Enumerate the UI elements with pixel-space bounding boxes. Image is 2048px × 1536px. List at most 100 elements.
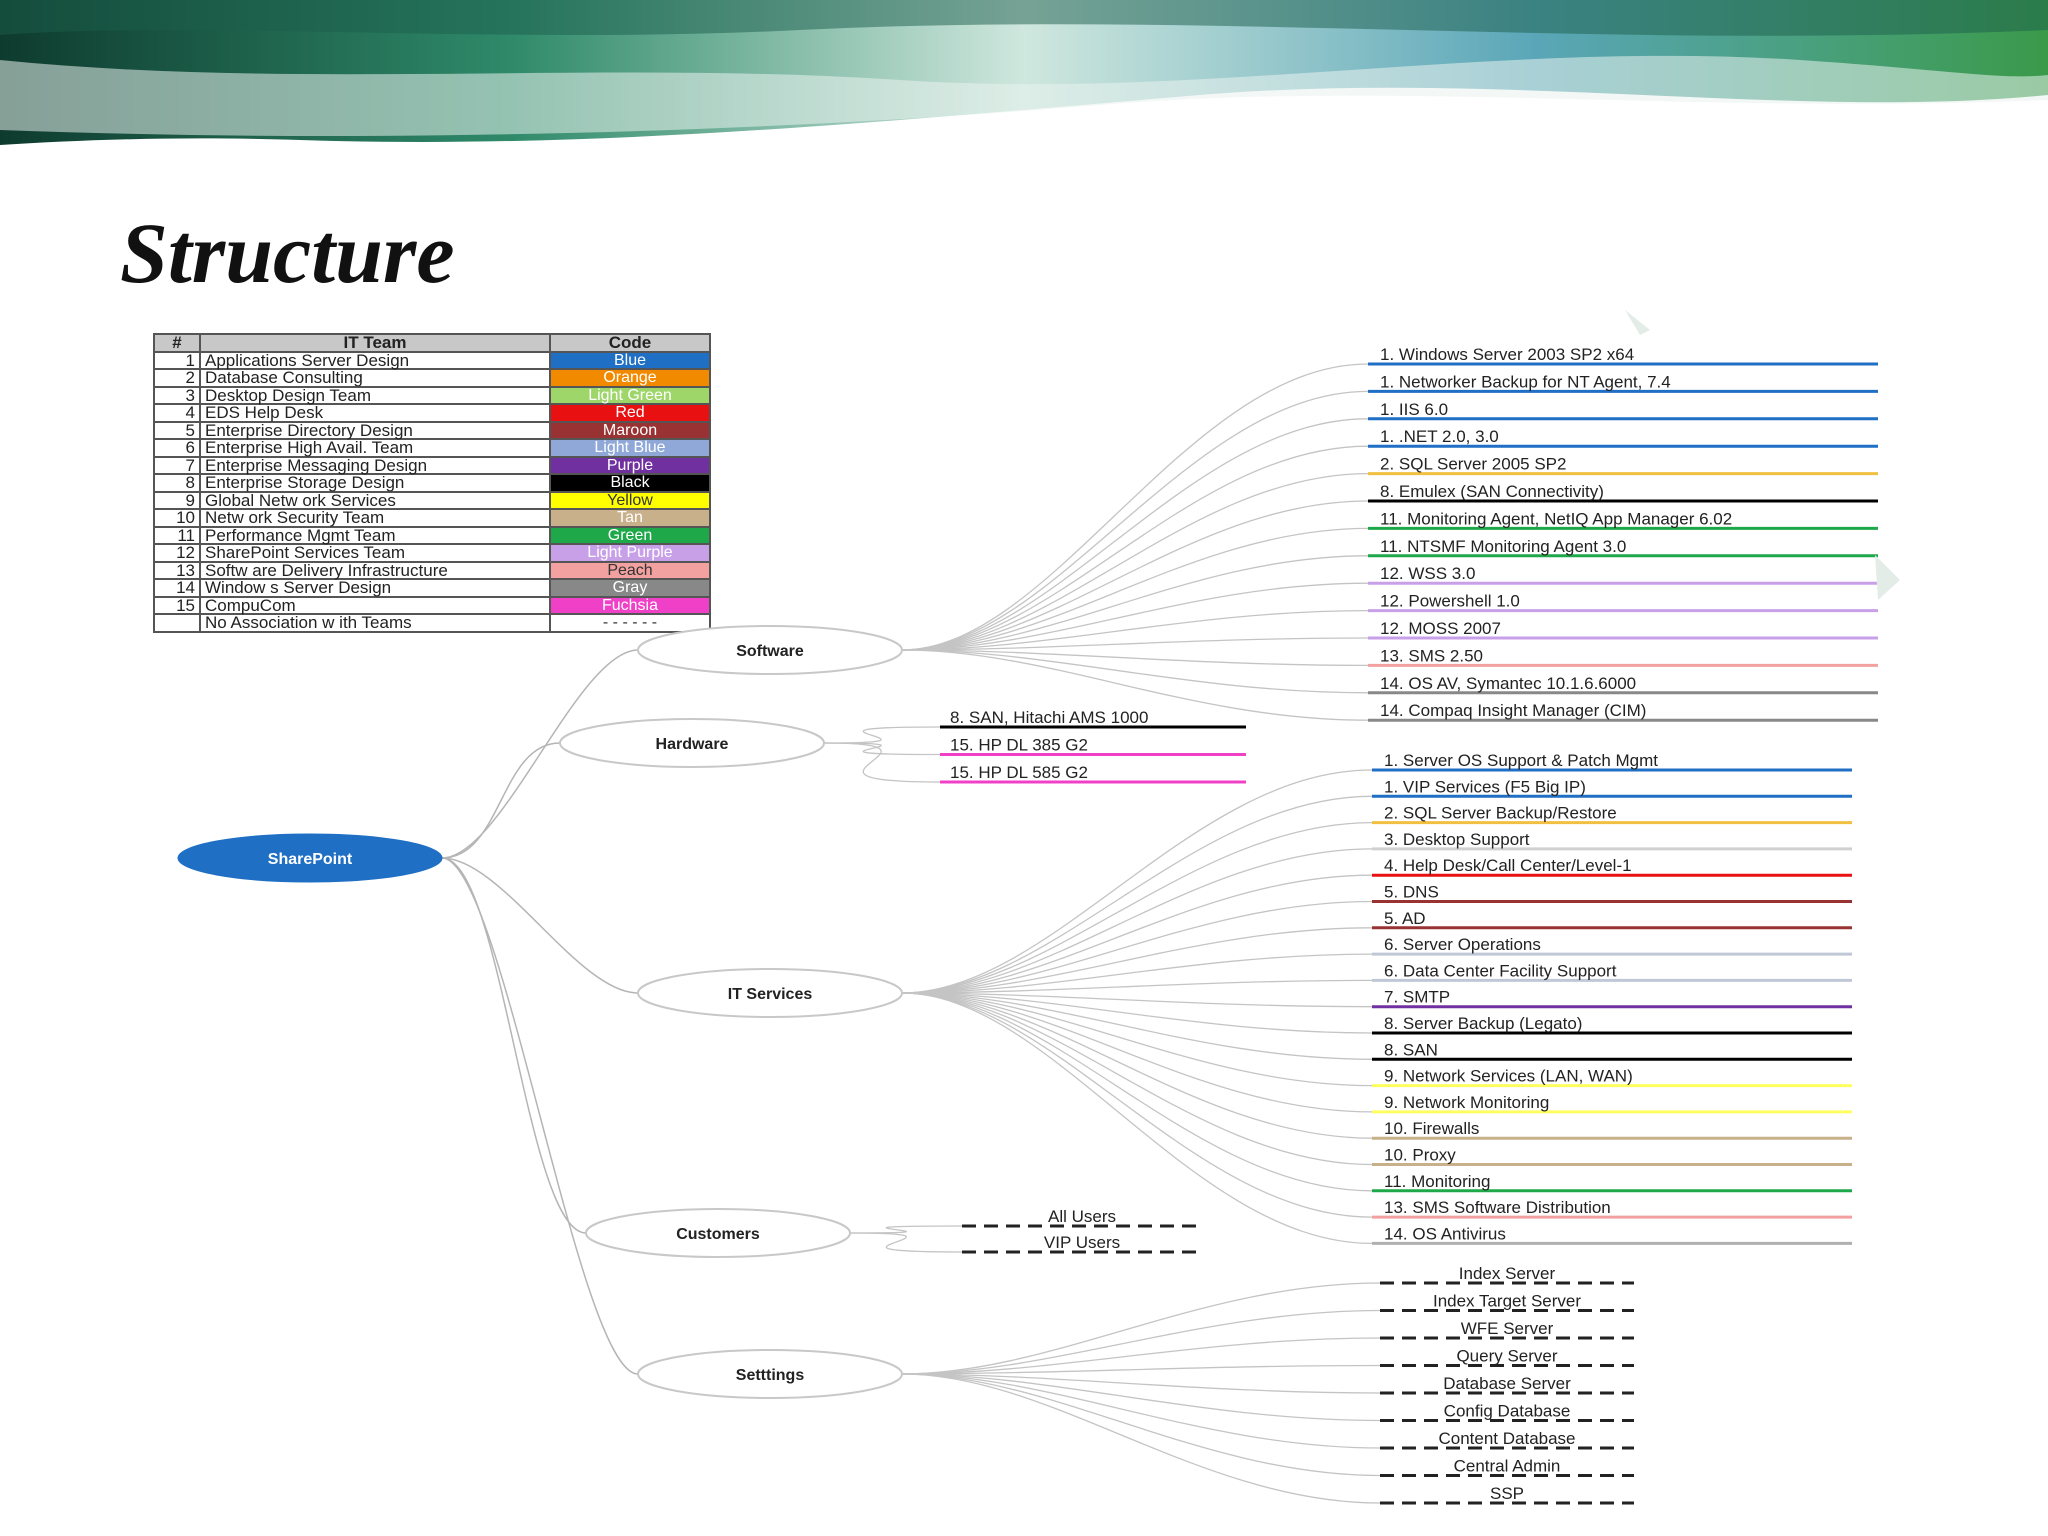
header-banner	[0, 0, 2048, 150]
branch-label: Customers	[676, 1226, 760, 1243]
leaf-connector	[901, 1373, 1381, 1477]
leaf-connector	[901, 1373, 1381, 1422]
branch-node	[637, 625, 903, 675]
leaf-connector	[901, 821, 1373, 994]
leaf-connector	[901, 500, 1369, 651]
leaf-connector	[901, 927, 1373, 994]
leaf-label: 12. WSS 3.0	[1380, 564, 1475, 583]
leaf-label: 11. Monitoring	[1384, 1172, 1490, 1191]
legend-color-code: Light Purple	[549, 543, 711, 563]
leaf-connector	[901, 472, 1369, 651]
leaf-label: 2. SQL Server 2005 SP2	[1380, 455, 1566, 474]
leaf-label: SSP	[1490, 1484, 1524, 1503]
decorative-arrow-icon	[1875, 555, 1900, 600]
leaf-label: 2. SQL Server Backup/Restore	[1384, 804, 1617, 823]
leaf-connector	[901, 445, 1369, 651]
branch-label: Hardware	[656, 736, 729, 753]
leaf-label: 1. Server OS Support & Patch Mgmt	[1384, 751, 1658, 770]
legend-num: 10	[153, 508, 201, 528]
branch-label: IT Services	[728, 986, 813, 1003]
legend-team: SharePoint Services Team	[199, 543, 551, 563]
legend-header-team: IT Team	[199, 333, 551, 353]
legend-team: No Association w ith Teams	[199, 613, 551, 633]
leaf-connector	[901, 992, 1373, 1245]
leaf-label: 11. NTSMF Monitoring Agent 3.0	[1380, 537, 1626, 556]
root-label: SharePoint	[268, 851, 353, 868]
leaf-label: Central Admin	[1454, 1457, 1561, 1476]
leaf-connector	[901, 649, 1369, 694]
leaf-label: 9. Network Monitoring	[1384, 1093, 1549, 1112]
leaf-label: Query Server	[1456, 1347, 1557, 1366]
leaf-label: 1. Networker Backup for NT Agent, 7.4	[1380, 372, 1671, 391]
legend-team: Enterprise Directory Design	[199, 420, 551, 440]
leaf-label: 11. Monitoring Agent, NetIQ App Manager …	[1380, 509, 1732, 528]
root-node	[177, 833, 443, 883]
leaf-connector	[901, 649, 1369, 667]
branch-node	[559, 718, 825, 768]
leaf-label: 5. AD	[1384, 909, 1426, 928]
leaf-connector	[901, 1282, 1381, 1375]
leaf-label: 9. Network Services (LAN, WAN)	[1384, 1067, 1633, 1086]
legend-color-code: Maroon	[549, 420, 711, 440]
legend-color-code: Fuchsia	[549, 595, 711, 615]
branch-software: 1. Windows Server 2003 SP2 x64 1. Network…	[637, 345, 1878, 722]
branch-connector	[441, 857, 587, 1234]
branch-label: Setttings	[736, 1367, 805, 1384]
leaf-connector	[901, 769, 1373, 994]
branch-it-services: 1. Server OS Support & Patch Mgmt 1. VIP …	[637, 751, 1852, 1245]
leaf-label: 1. VIP Services (F5 Big IP)	[1384, 777, 1586, 796]
leaf-connector	[901, 992, 1373, 1139]
leaf-label: 13. SMS Software Distribution	[1384, 1198, 1611, 1217]
leaf-connector	[901, 848, 1373, 994]
leaf-label: 10. Firewalls	[1384, 1119, 1479, 1138]
leaf-connector	[901, 992, 1373, 1087]
leaf-label: 10. Proxy	[1384, 1146, 1456, 1165]
leaf-label: 1. .NET 2.0, 3.0	[1380, 427, 1499, 446]
leaf-label: 8. Server Backup (Legato)	[1384, 1014, 1582, 1033]
leaf-connector	[901, 874, 1373, 994]
leaf-label: 4. Help Desk/Call Center/Level-1	[1384, 856, 1632, 875]
leaf-connector	[849, 1225, 963, 1234]
leaf-label: All Users	[1048, 1207, 1116, 1226]
leaf-label: 13. SMS 2.50	[1380, 646, 1483, 665]
branch-connector	[441, 649, 639, 859]
connector-lines	[441, 363, 1381, 1504]
leaf-label: Index Server	[1459, 1264, 1556, 1283]
legend-color-code: Blue	[549, 350, 711, 370]
leaf-label: 1. Windows Server 2003 SP2 x64	[1380, 345, 1634, 364]
branch-node	[637, 968, 903, 1018]
leaf-label: Config Database	[1444, 1402, 1571, 1421]
leaf-label: 7. SMTP	[1384, 988, 1450, 1007]
leaf-label: Content Database	[1438, 1429, 1575, 1448]
leaf-connector	[901, 953, 1373, 994]
leaf-connector	[901, 795, 1373, 994]
branch-node	[637, 1349, 903, 1399]
leaf-connector	[901, 363, 1369, 651]
leaf-label: 14. OS Antivirus	[1384, 1224, 1506, 1243]
leaf-label: VIP Users	[1044, 1233, 1120, 1252]
branch-connector	[441, 857, 639, 994]
branch-label: Software	[736, 643, 804, 660]
leaf-connector	[901, 979, 1373, 994]
leaf-label: 14. Compaq Insight Manager (CIM)	[1380, 701, 1646, 720]
slide-title: Structure	[120, 205, 455, 301]
leaf-connector	[901, 992, 1373, 1218]
leaf-connector	[901, 1373, 1381, 1504]
branch-node	[585, 1208, 851, 1258]
leaf-label: 12. Powershell 1.0	[1380, 592, 1520, 611]
legend-row: No Association w ith Teams- - - - - -	[153, 613, 711, 633]
leaf-connector	[901, 418, 1369, 651]
leaf-label: 14. OS AV, Symantec 10.1.6.6000	[1380, 674, 1636, 693]
leaf-connector	[901, 992, 1373, 1113]
decorative-arrow-icon	[1625, 310, 1650, 335]
legend-num	[153, 613, 201, 633]
legend-color-code: Light Blue	[549, 438, 711, 458]
leaf-label: 3. Desktop Support	[1384, 830, 1530, 849]
leaf-connector	[901, 390, 1369, 651]
